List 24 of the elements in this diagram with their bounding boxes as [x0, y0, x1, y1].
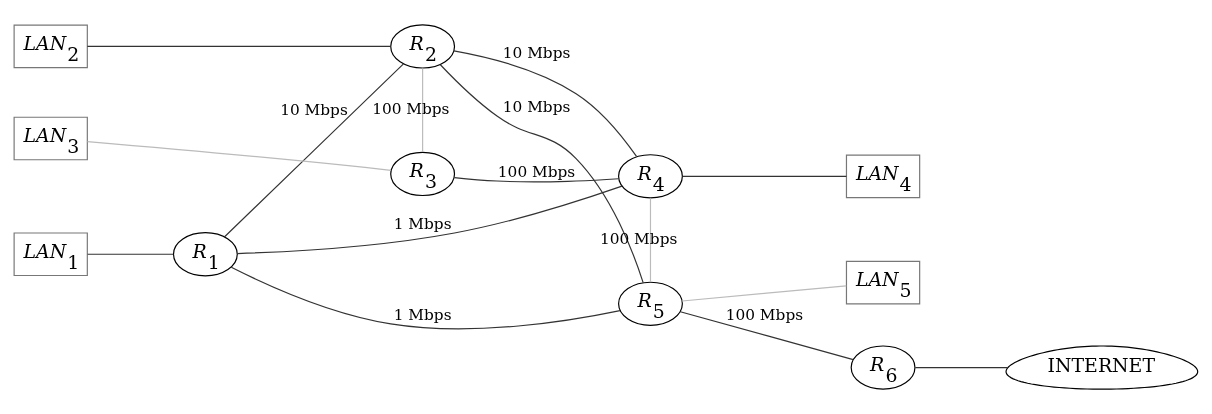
edge-label: 100 Mbps [600, 230, 678, 249]
connector [914, 367, 1009, 369]
edge-label: 100 Mbps [372, 100, 450, 119]
edge-label: 10 Mbps [502, 43, 571, 62]
edge-label: 100 Mbps [497, 162, 576, 181]
connector [86, 140, 392, 171]
edge-label: 1 Mbps [393, 305, 452, 324]
connector [439, 64, 644, 284]
connector [649, 197, 652, 283]
connector [453, 177, 620, 183]
connector [224, 63, 405, 238]
edge-label: 10 Mbps [502, 97, 571, 116]
edge-label: 10 Mbps [280, 101, 348, 120]
connector [230, 266, 621, 330]
connector [682, 175, 847, 177]
connector [422, 67, 424, 153]
connector [679, 311, 854, 361]
edge-label: 1 Mbps [393, 214, 452, 233]
connector [681, 285, 847, 302]
connector [236, 185, 623, 255]
connector [86, 45, 391, 47]
edge-label: 100 Mbps [725, 305, 804, 324]
connector [87, 253, 174, 255]
connector [453, 50, 638, 158]
